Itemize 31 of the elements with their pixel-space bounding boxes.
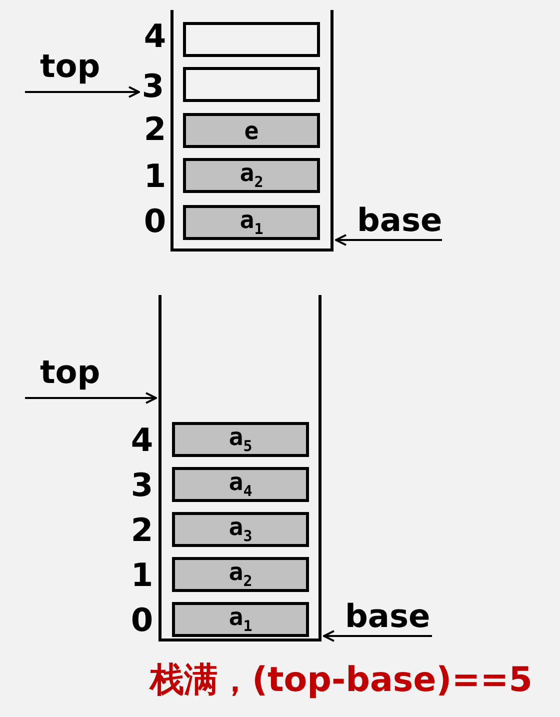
arrow xyxy=(25,392,157,404)
index-number: 4 xyxy=(142,20,168,52)
stack-cell: a$_{3}$ xyxy=(172,512,309,547)
index-number: 2 xyxy=(130,514,154,546)
arrow xyxy=(335,234,442,246)
index-number: 0 xyxy=(130,604,154,636)
index-number: 1 xyxy=(130,559,154,591)
index-number: 1 xyxy=(142,160,168,192)
index-number: 0 xyxy=(142,205,168,237)
index-number: 4 xyxy=(130,424,154,456)
index-number: 3 xyxy=(140,70,166,102)
index-number: 2 xyxy=(142,113,168,145)
stack-cell: a$_{5}$ xyxy=(172,422,309,457)
stack-cell: e xyxy=(183,113,320,148)
stack-cell: a$_{1}$ xyxy=(172,602,309,637)
stack-cell: a$_{4}$ xyxy=(172,467,309,502)
stack-cell: a$_{2}$ xyxy=(172,557,309,592)
stack-container xyxy=(170,10,334,252)
stack-cell: a$_{2}$ xyxy=(183,158,320,193)
stack-cell xyxy=(183,22,320,57)
index-number: 3 xyxy=(130,469,154,501)
pointer-label: base xyxy=(357,204,443,238)
arrow xyxy=(323,630,432,642)
pointer-label: base xyxy=(345,600,431,634)
stack-cell xyxy=(183,67,320,102)
stack-cell: a$_{1}$ xyxy=(183,205,320,240)
caption: 栈满，(top-base)==5 xyxy=(150,662,532,700)
arrow xyxy=(25,86,140,98)
pointer-label: top xyxy=(40,356,102,390)
stack-container xyxy=(158,295,322,642)
pointer-label: top xyxy=(40,50,102,84)
